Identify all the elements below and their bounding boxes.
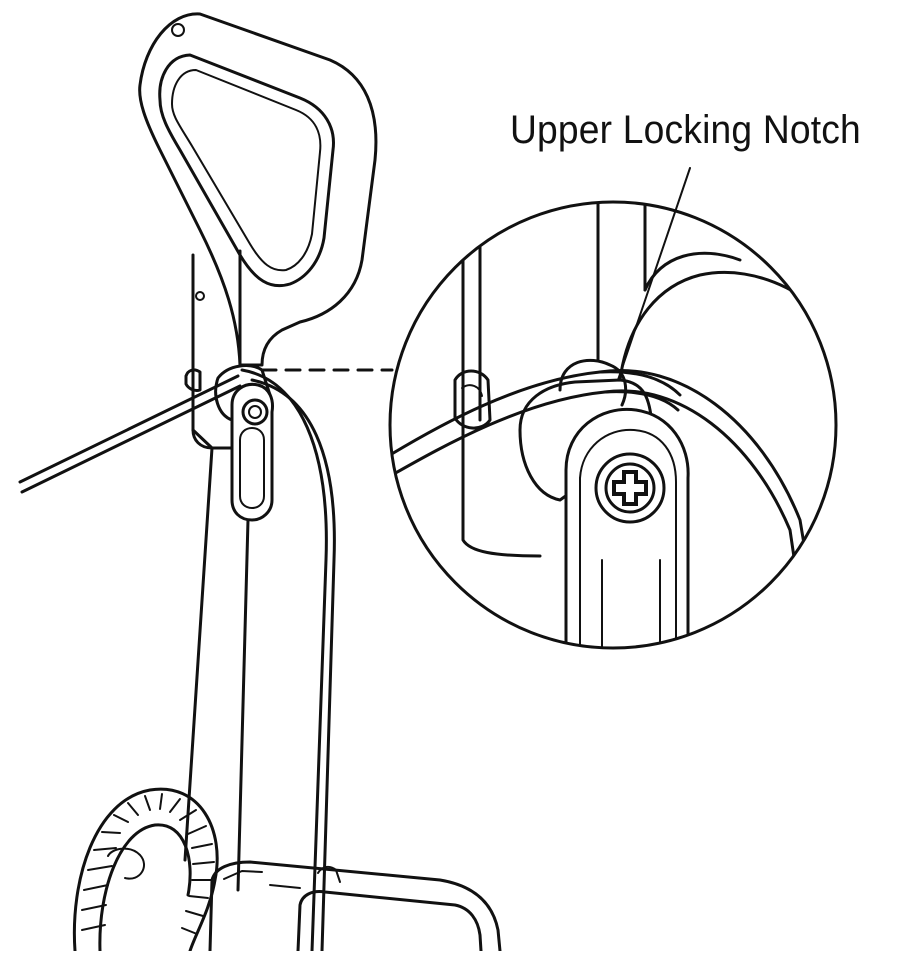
callout-pointer (617, 167, 691, 381)
power-cord (18, 368, 336, 953)
handle-grip (138, 12, 378, 367)
callout-label-upper-locking-notch: Upper Locking Notch (510, 108, 861, 152)
vacuum-base (208, 860, 502, 953)
zoom-detail (388, 200, 838, 650)
latch-pivot (214, 364, 274, 522)
hose-coil (72, 787, 219, 953)
handle-shaft (183, 249, 250, 892)
